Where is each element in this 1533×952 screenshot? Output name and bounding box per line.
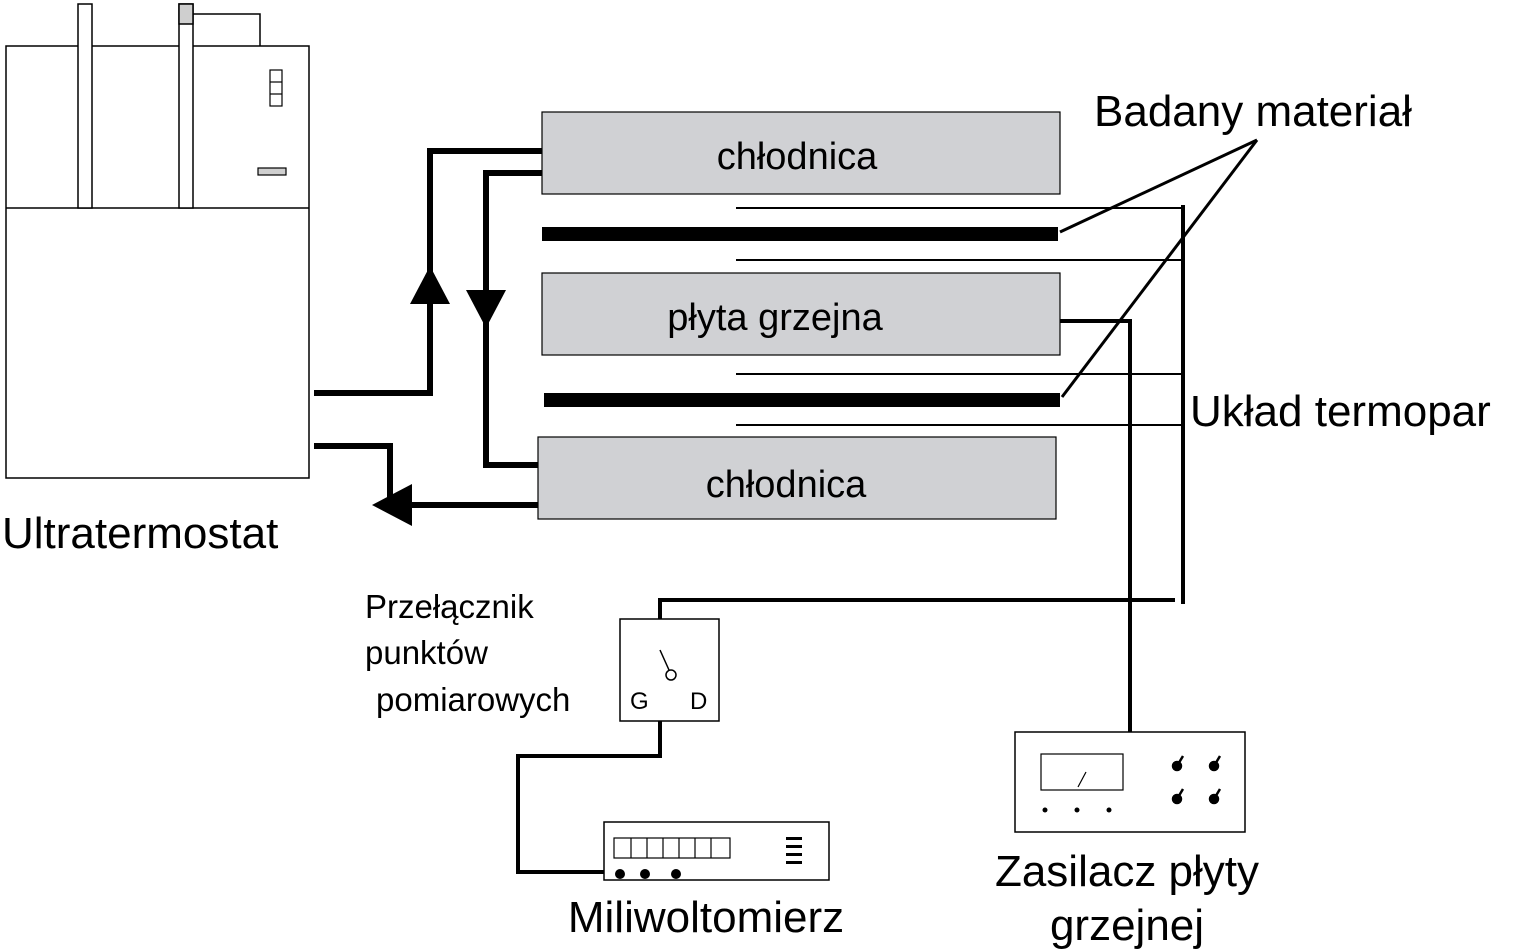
flow-arrow-up: [410, 266, 450, 304]
measurement-point-switch: [619, 618, 720, 722]
thermocouple-bus: [658, 205, 1185, 620]
cooler-top-block: [541, 111, 1061, 195]
switch-terminal-g: G: [630, 688, 649, 715]
coolant-circuit: [314, 148, 542, 508]
label-power-supply-line1: Zasilacz płyty: [995, 847, 1259, 896]
label-switch-line2: punktów: [365, 634, 488, 671]
millivoltmeter-device: [603, 821, 830, 881]
ultratermostat-unit: [5, 3, 310, 479]
label-cooler-top: chłodnica: [717, 136, 878, 178]
cooler-bottom-block: [537, 436, 1057, 520]
label-cooler-bottom: chłodnica: [706, 464, 867, 506]
flow-arrow-left: [372, 484, 412, 526]
material-pointer-lines: [1059, 138, 1259, 398]
label-millivoltmeter: Miliwoltomierz: [568, 893, 844, 942]
heating-plate-block: [541, 272, 1061, 356]
switch-to-millivoltmeter-cable: [516, 721, 662, 874]
supply-knob-icons: [1171, 755, 1222, 805]
label-switch-line1: Przełącznik: [365, 588, 534, 625]
label-power-supply-line2: grzejnej: [1050, 901, 1204, 950]
label-ultratermostat: Ultratermostat: [2, 509, 278, 558]
label-switch-line3: pomiarowych: [376, 681, 570, 718]
heater-power-supply-device: [1014, 731, 1246, 833]
label-tested-material: Badany materiał: [1094, 87, 1412, 136]
switch-terminal-d: D: [690, 688, 707, 715]
label-heating-plate: płyta grzejna: [667, 297, 883, 339]
heater-power-wire: [1060, 319, 1132, 732]
flow-arrow-down: [466, 290, 506, 328]
label-thermocouple-system: Układ termopar: [1190, 387, 1491, 436]
